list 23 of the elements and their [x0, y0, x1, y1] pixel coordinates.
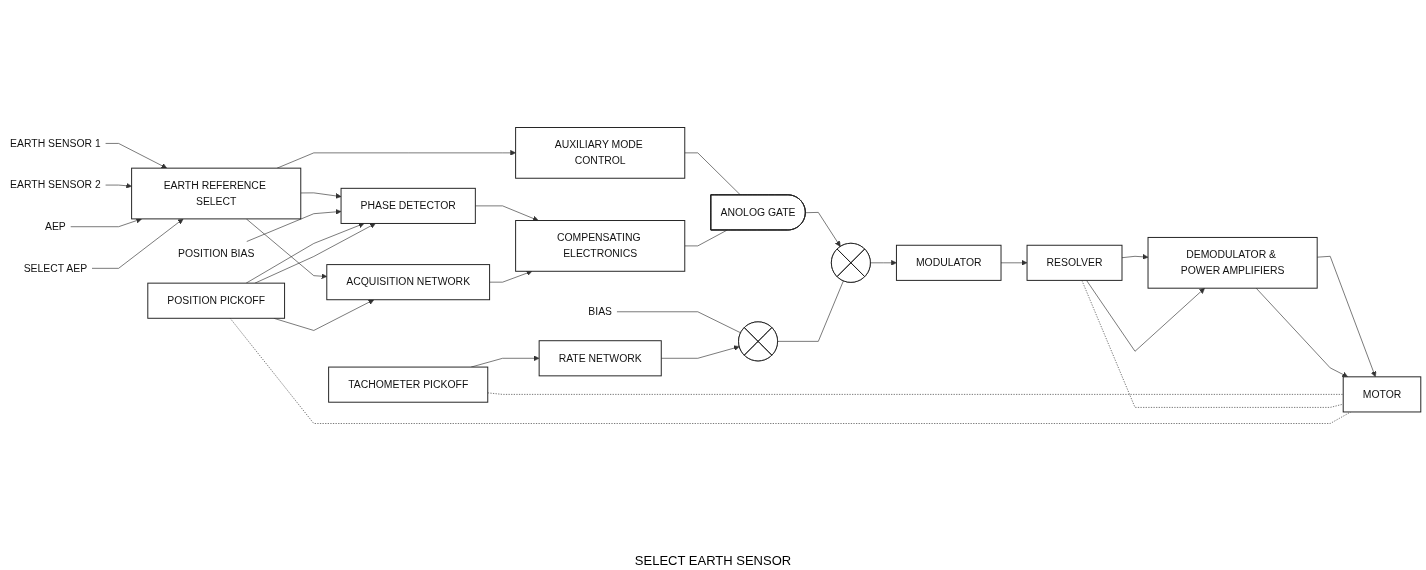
- node-text: AEP: [44, 220, 66, 232]
- node-box: EARTH REFERENCE SELECT: [131, 167, 302, 220]
- node-box: AUXILIARY MODE CONTROL: [515, 127, 686, 179]
- node-text: EARTH SENSOR 1: [10, 137, 101, 149]
- connector: [616, 311, 741, 334]
- node-box: TACHOMETER PICKOFF: [328, 366, 489, 403]
- node-box: MOTOR: [1342, 376, 1422, 413]
- node-text: POSITION BIAS: [178, 248, 255, 260]
- node-box: MODULATOR: [895, 244, 1002, 281]
- node-box: ACQUISITION NETWORK: [326, 264, 491, 301]
- node-text: SELECT AEP: [23, 262, 88, 274]
- node-box: COMPENSATING ELECTRONICS: [515, 220, 686, 272]
- connector: [684, 229, 728, 247]
- connector: [487, 392, 1344, 395]
- node-box: PHASE DETECTOR: [340, 187, 476, 224]
- node-box: RATE NETWORK: [538, 340, 662, 377]
- connector: [684, 152, 741, 196]
- node-text: EARTH SENSOR 2: [10, 179, 101, 191]
- node-text: BIAS: [588, 305, 613, 317]
- signal-label: SELECT EARTH SENSOR: [634, 553, 792, 568]
- node-box: POSITION PICKOFF: [147, 282, 286, 319]
- node-box: DEMODULATOR & POWER AMPLIFIERS: [1147, 236, 1318, 289]
- node-box: RESOLVER: [1026, 244, 1123, 281]
